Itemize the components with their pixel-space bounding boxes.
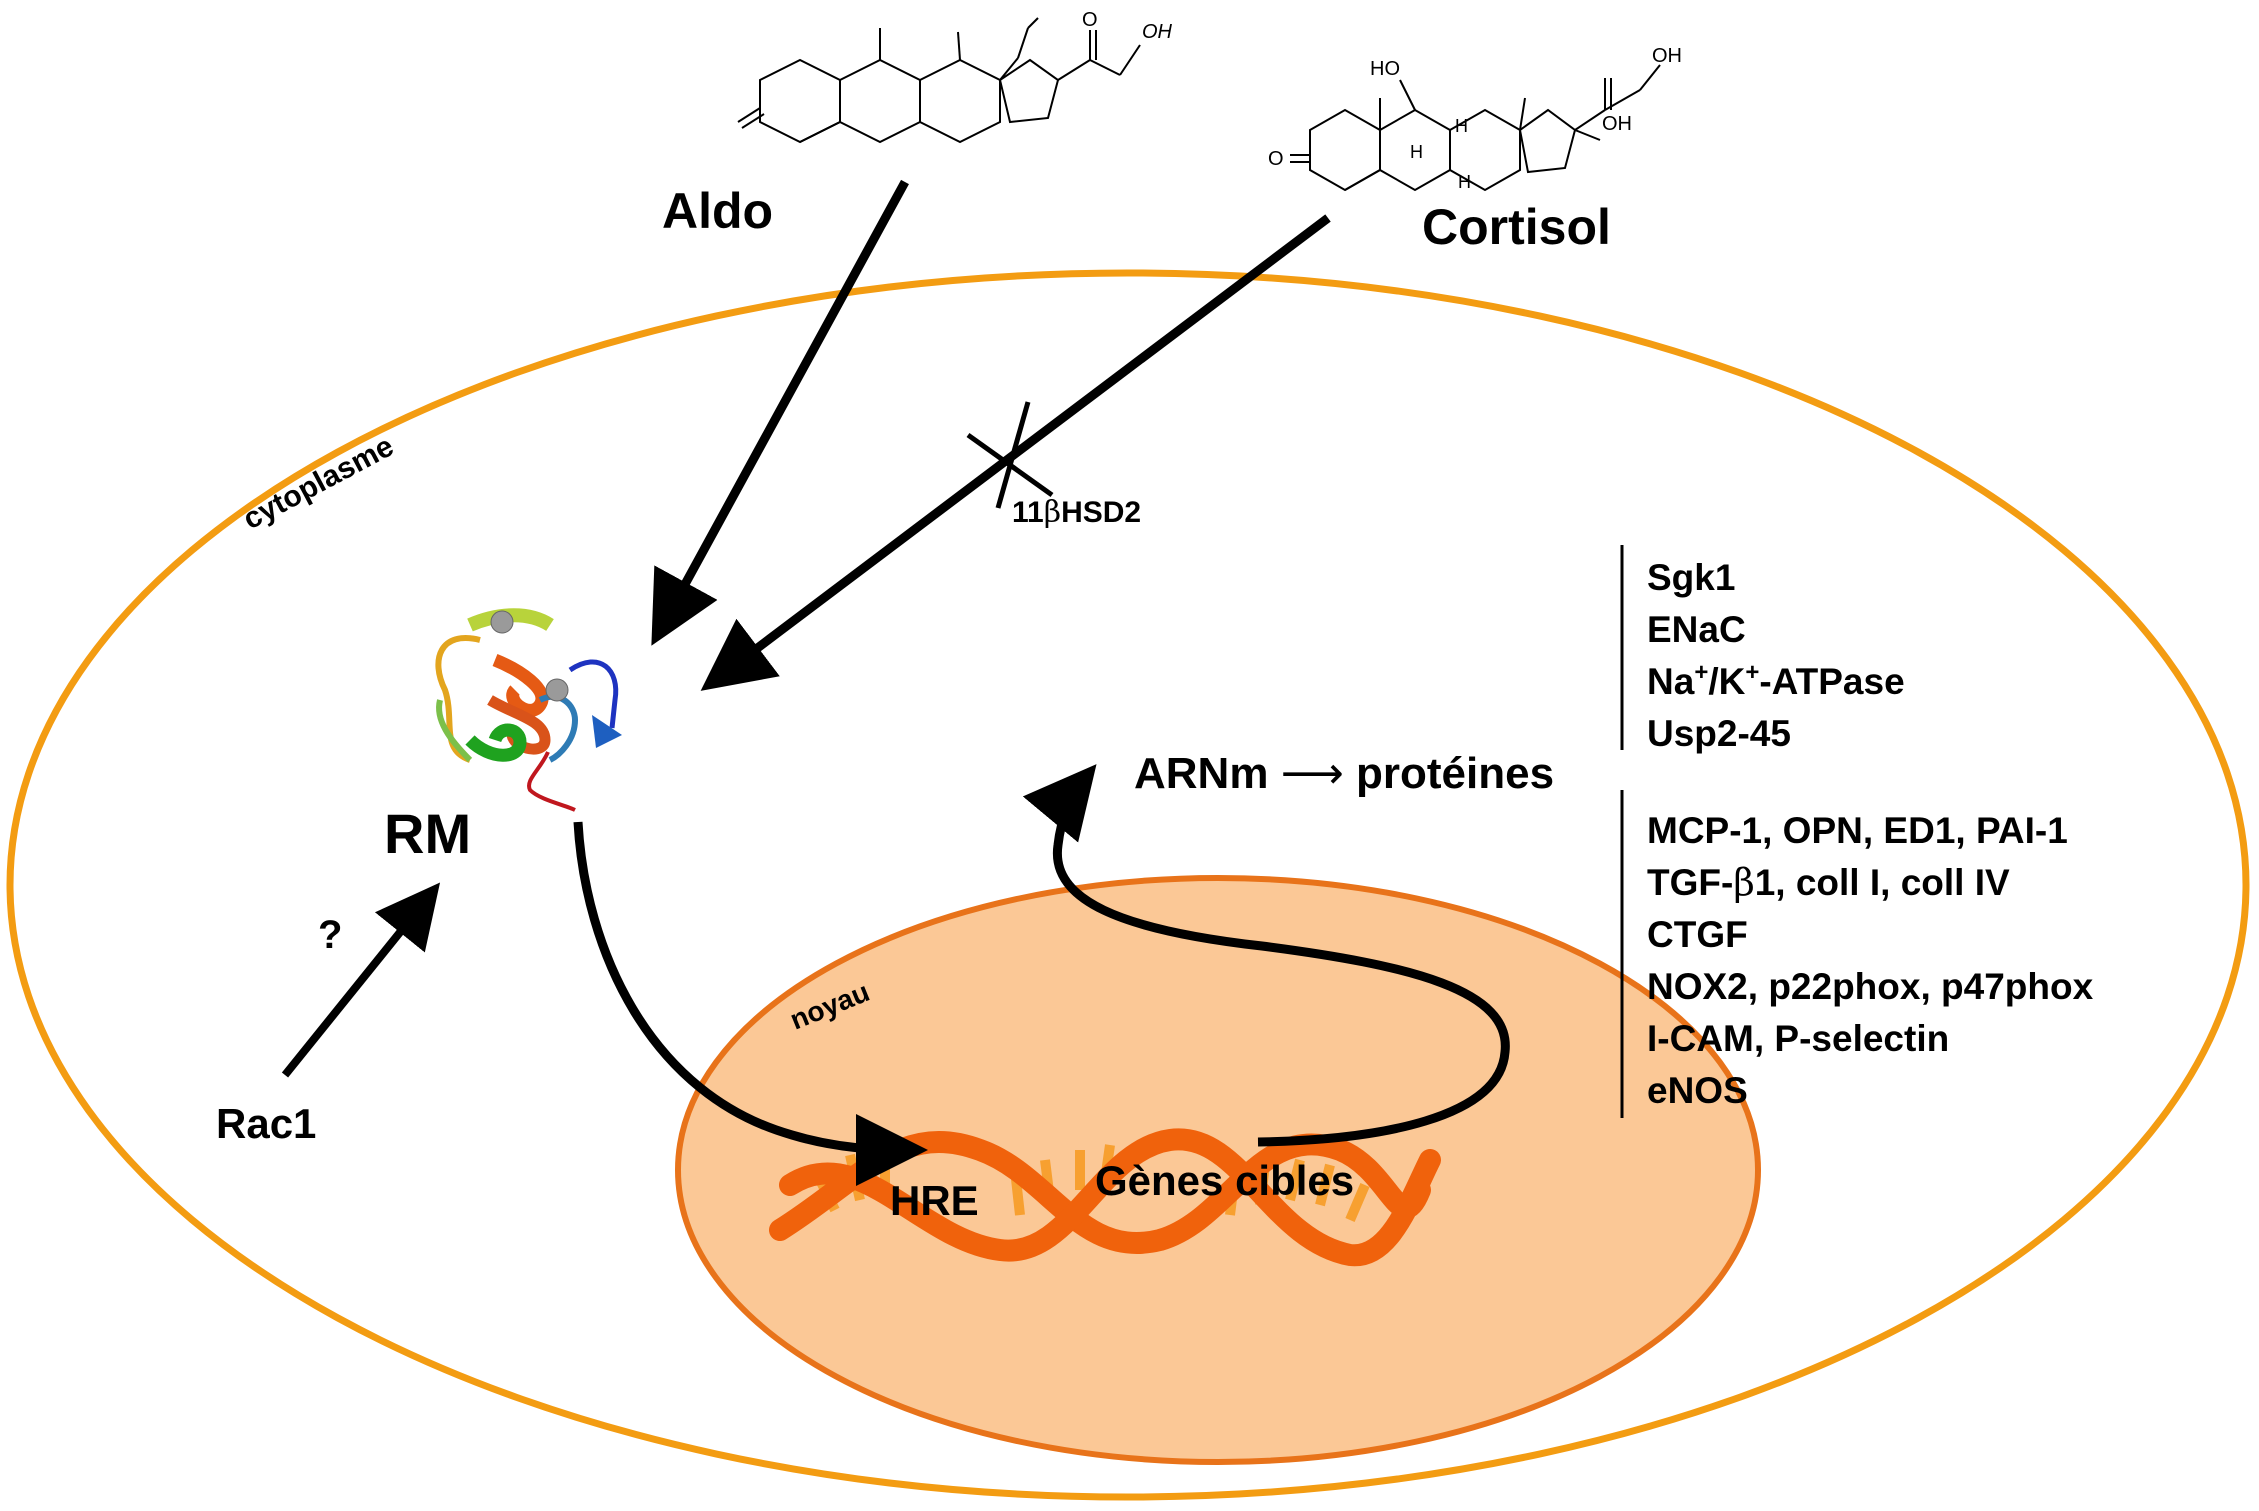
receptor-label: RM bbox=[384, 802, 471, 865]
target-group2-list: MCP-1, OPN, ED1, PAI-1 TGF-β1, coll I, c… bbox=[1647, 810, 2094, 1111]
target-usp2-45: Usp2-45 bbox=[1647, 713, 1791, 754]
na-charge: + bbox=[1694, 659, 1708, 686]
enzyme-greek: β bbox=[1044, 495, 1061, 530]
target-group1-list: Sgk1 ENaC Na+/K+-ATPase Usp2-45 bbox=[1647, 557, 1905, 754]
atpase-text: -ATPase bbox=[1759, 661, 1904, 702]
k-charge: + bbox=[1745, 659, 1759, 686]
cortisol-o-label: O bbox=[1268, 148, 1284, 170]
tgf-prefix: TGF- bbox=[1647, 862, 1733, 903]
protein-label: protéines bbox=[1356, 749, 1554, 798]
mrna-protein-expression: ARNm ⟶ protéines bbox=[1134, 748, 1554, 799]
target-line-ctgf: CTGF bbox=[1647, 914, 1748, 955]
enzyme-prefix: 11 bbox=[1012, 496, 1044, 529]
genes-to-mrna-arrow bbox=[1022, 764, 1510, 1147]
aldo-o-label: O bbox=[1082, 9, 1098, 31]
tgf-suffix: 1, coll I, coll IV bbox=[1755, 862, 2010, 903]
cytoplasm-label: cytoplasme bbox=[238, 430, 399, 537]
aldo-label: Aldo bbox=[662, 183, 773, 239]
tgf-greek: β bbox=[1733, 861, 1754, 904]
rac1-label: Rac1 bbox=[216, 1100, 316, 1147]
unknown-mechanism-mark: ? bbox=[318, 913, 342, 957]
cortisol-h1-label: H bbox=[1410, 142, 1423, 162]
cortisol-oh-side-label: OH bbox=[1602, 113, 1632, 135]
enzyme-suffix: HSD2 bbox=[1061, 496, 1141, 529]
target-genes-label: Gènes cibles bbox=[1095, 1157, 1354, 1204]
enzyme-block-cross bbox=[966, 401, 1054, 509]
target-na-k-atpase: Na+/K+-ATPase bbox=[1647, 659, 1905, 702]
cortisol-ho-label: HO bbox=[1370, 58, 1400, 80]
target-sgk1: Sgk1 bbox=[1647, 557, 1735, 598]
na-text: Na bbox=[1647, 661, 1695, 702]
cortisol-to-receptor-arrow bbox=[700, 214, 1331, 691]
receptor-to-hre-arrow bbox=[573, 821, 928, 1186]
cortisol-label: Cortisol bbox=[1422, 199, 1611, 255]
mineralocorticoid-receptor-structure bbox=[435, 608, 622, 812]
enzyme-label: 11βHSD2 bbox=[1012, 495, 1141, 530]
target-line-icam: I-CAM, P-selectin bbox=[1647, 1018, 1949, 1059]
aldo-oh-label: OH bbox=[1142, 21, 1173, 43]
hre-label: HRE bbox=[890, 1177, 979, 1224]
aldosterone-structure bbox=[737, 17, 1141, 144]
target-line-mcp1: MCP-1, OPN, ED1, PAI-1 bbox=[1647, 810, 2068, 851]
mrna-label: ARNm bbox=[1134, 749, 1268, 798]
target-line-nox2: NOX2, p22phox, p47phox bbox=[1647, 966, 2094, 1007]
nucleus bbox=[675, 875, 1761, 1465]
rac1-to-receptor-arrow bbox=[281, 882, 441, 1078]
cortisol-oh-top-label: OH bbox=[1652, 45, 1682, 67]
cell-membrane bbox=[6, 269, 2250, 1501]
k-text: /K bbox=[1708, 661, 1745, 702]
cortisol-structure bbox=[1290, 64, 1661, 192]
target-line-enos: eNOS bbox=[1647, 1070, 1748, 1111]
target-line-tgf: TGF-β1, coll I, coll IV bbox=[1647, 861, 2010, 904]
aldo-to-receptor-arrow bbox=[651, 179, 909, 646]
cortisol-h3-label: H bbox=[1458, 172, 1471, 192]
translation-arrow: ⟶ bbox=[1281, 748, 1344, 799]
cortisol-h2-label: H bbox=[1455, 116, 1468, 136]
target-enac: ENaC bbox=[1647, 609, 1746, 650]
